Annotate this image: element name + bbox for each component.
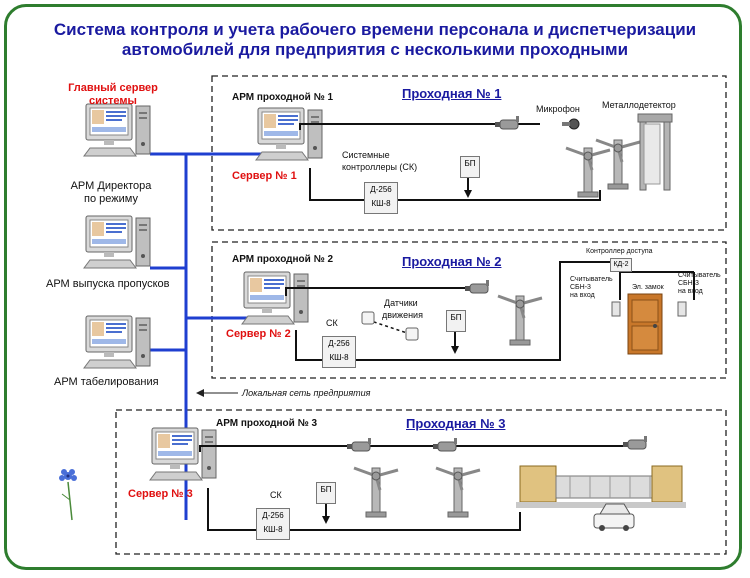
diagram-title-line2: автомобилей для предприятия с нескольким…	[121, 40, 629, 59]
zone1-arm-label: АРМ проходной № 1	[232, 92, 334, 103]
reader-out-label-1: Считыватель	[678, 272, 721, 279]
zone3-bp-box: БП	[316, 482, 336, 504]
zone3-arm-label: АРМ проходной № 3	[216, 418, 318, 429]
director-label-2: по режиму	[84, 193, 138, 205]
zone1-controller-box: Д-256 КШ-8	[364, 182, 398, 214]
motion-sensor-1	[361, 311, 375, 325]
director-label-1: АРМ Директора	[70, 180, 152, 192]
lan-label: Локальная сеть предприятия	[242, 388, 371, 398]
server1-label: Сервер № 1	[232, 170, 297, 182]
zone1-box	[211, 75, 727, 231]
timesheet-label: АРМ табелирования	[54, 376, 159, 388]
passes-label: АРМ выпуска пропусков	[46, 278, 170, 290]
vehicle-gate	[516, 465, 686, 508]
reader-out-label-3: на вход	[678, 288, 703, 295]
door	[627, 293, 663, 355]
zone2-bp-box: БП	[446, 310, 466, 332]
zone2-bp-label: БП	[450, 313, 462, 322]
reader-in-label-1: Считыватель	[570, 276, 613, 283]
main-server-label-1: Главный сервер	[68, 82, 158, 94]
zone2-box	[211, 241, 727, 379]
reader-in-label-3: на вход	[570, 292, 595, 299]
zone3-ksh8: КШ-8	[263, 525, 283, 534]
zone1-ksh8: КШ-8	[371, 199, 391, 208]
cornflower	[59, 469, 77, 521]
outer-frame	[4, 4, 742, 570]
microphone-label: Микрофон	[536, 104, 580, 114]
kd2-label: КД-2	[613, 261, 629, 268]
kd2-box: КД-2	[610, 258, 632, 272]
zone3-sk-label: СК	[270, 490, 282, 500]
server3-label: Сервер № 3	[128, 488, 193, 500]
zone1-bp-label: БП	[464, 159, 476, 168]
metal-detector-gate	[637, 113, 673, 191]
server2-label: Сервер № 2	[226, 328, 291, 340]
zone2-controller-box: Д-256 КШ-8	[322, 336, 356, 368]
reader-out	[677, 301, 687, 317]
reader-in-label-2: СБН-3	[570, 284, 591, 291]
zone1-controllers-label-1: Системные	[342, 150, 390, 160]
zone1-bp-box: БП	[460, 156, 480, 178]
zone1-controllers-label-2: контроллеры (СК)	[342, 162, 418, 172]
motion-sensor-2	[405, 327, 419, 341]
zone2-arm-label: АРМ проходной № 2	[232, 254, 334, 265]
zone2-d256: Д-256	[328, 339, 350, 348]
zone3-controller-box: Д-256 КШ-8	[256, 508, 290, 540]
zone3-box	[115, 409, 727, 555]
zone3-d256: Д-256	[262, 511, 284, 520]
zone3-bp-label: БП	[320, 485, 332, 494]
zone3-title: Проходная № 3	[406, 416, 506, 431]
zone2-ksh8: КШ-8	[329, 353, 349, 362]
lock-label: Эл. замок	[632, 284, 664, 291]
zone2-sk-label: СК	[326, 318, 338, 328]
access-controller-label: Контроллер доступа	[586, 248, 653, 255]
sensors-label-1: Датчики	[384, 298, 418, 308]
car	[593, 503, 635, 531]
zone1-title: Проходная № 1	[402, 86, 502, 101]
diagram-title-line1: Система контроля и учета рабочего времен…	[53, 20, 697, 39]
zone1-d256: Д-256	[370, 185, 392, 194]
metal-detector-label: Металлодетектор	[602, 100, 676, 110]
sensors-label-2: движения	[382, 310, 423, 320]
zone2-title: Проходная № 2	[402, 254, 502, 269]
reader-out-label-2: СБН-3	[678, 280, 699, 287]
main-server-label-2: системы	[89, 95, 137, 107]
reader-in	[611, 301, 621, 317]
